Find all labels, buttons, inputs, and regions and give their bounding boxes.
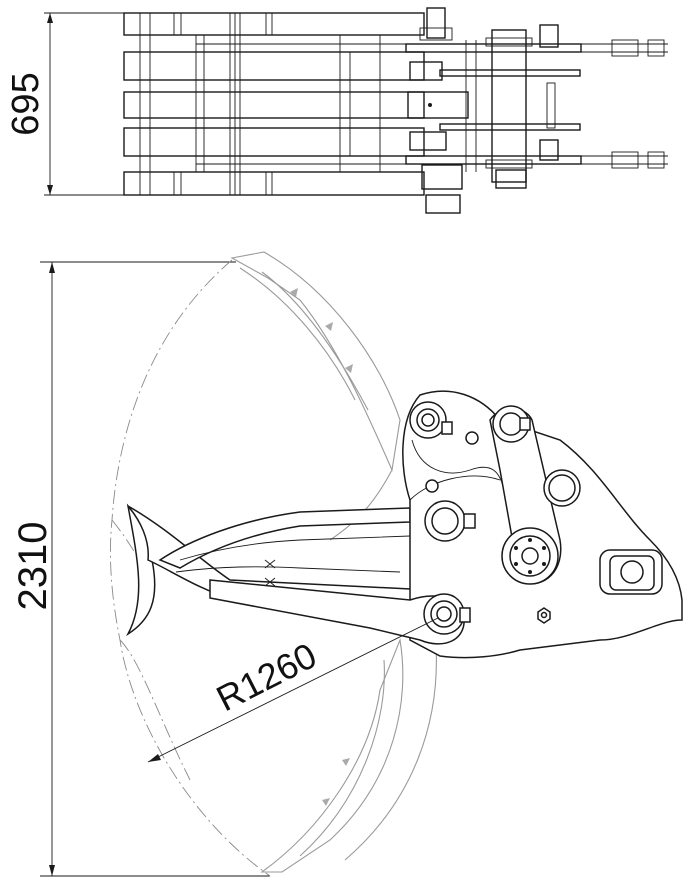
top-view-tines (123, 12, 425, 196)
pin-center (424, 500, 476, 542)
pin-small-hole (465, 431, 479, 445)
pin-right (543, 469, 581, 507)
pin-lower (423, 593, 471, 635)
open-jaw-upper (230, 251, 401, 541)
width-dimension-label: 695 (5, 72, 47, 135)
hose-fitting (599, 549, 663, 595)
radius-dimension-label: R1260 (210, 635, 323, 720)
radius-dimension: R1260 (147, 617, 439, 763)
pin-top-right (492, 405, 531, 443)
open-jaw-lower (260, 637, 437, 873)
height-dimension: 2310 (11, 261, 270, 877)
side-view: 2310 (11, 251, 683, 877)
pin-top-left (409, 401, 453, 439)
top-view: 695 (5, 7, 668, 214)
top-view-ears (581, 39, 668, 169)
rotator-hub (501, 527, 559, 585)
nut-hex (537, 607, 551, 624)
swing-envelope (109, 259, 271, 877)
height-dimension-label: 2310 (11, 522, 55, 611)
pin-bosses (409, 401, 663, 635)
width-dimension: 695 (5, 12, 128, 196)
top-view-hub (405, 7, 582, 214)
